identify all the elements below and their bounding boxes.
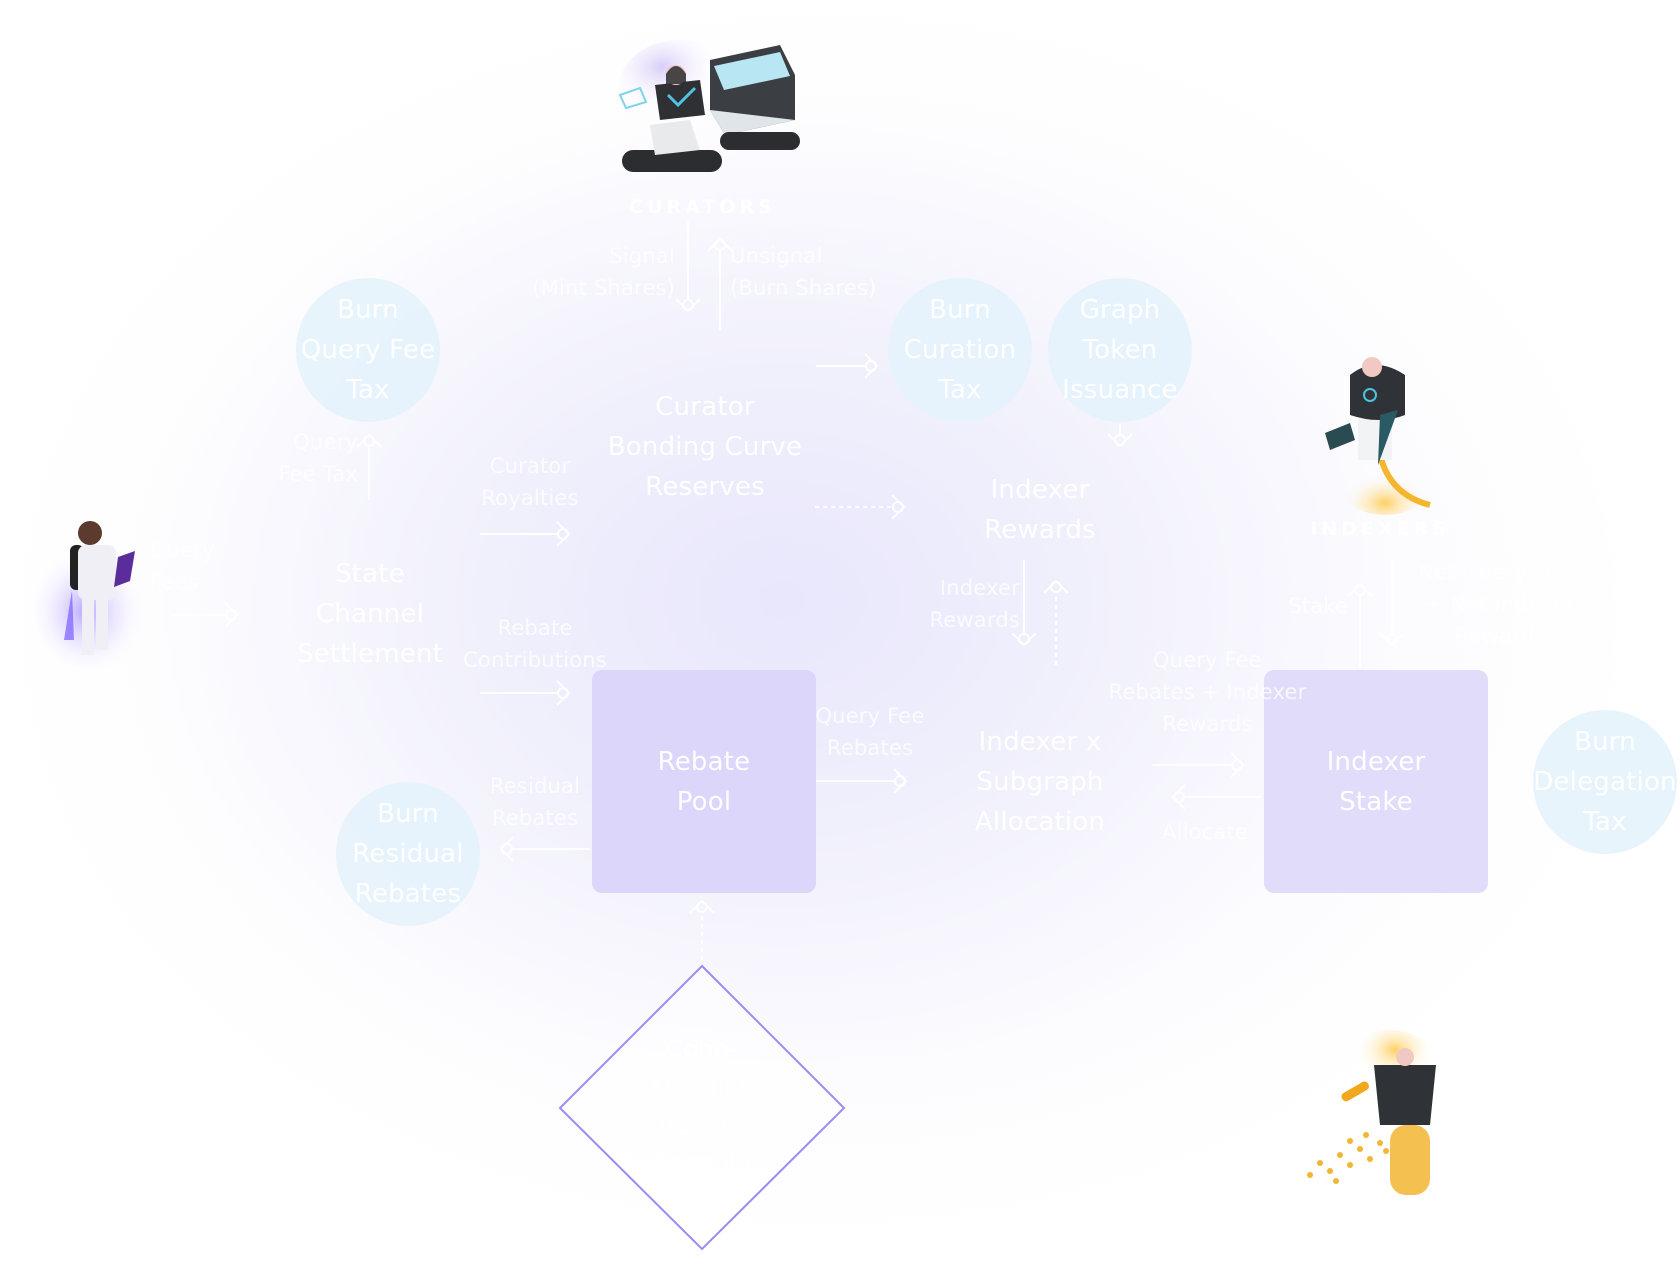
state-channel-settlement-node: State Channel Settlement bbox=[296, 559, 444, 669]
indexer-rewards-flow-label: Indexer Rewards bbox=[929, 576, 1020, 632]
rebate-pool-node: Rebate Pool bbox=[592, 670, 816, 893]
arrow-query-fee-rebates bbox=[816, 768, 907, 794]
curator-illustration bbox=[610, 40, 810, 200]
curator-robot-icon bbox=[618, 40, 800, 172]
arrow-rebate-contributions bbox=[480, 680, 570, 706]
burn-query-fee-tax-node: Burn Query Fee Tax bbox=[296, 278, 440, 422]
arrow-signal bbox=[675, 222, 701, 312]
curator-royalties-label: Curator Royalties bbox=[481, 454, 579, 510]
arrow-indexer-rewards-up bbox=[1043, 580, 1069, 665]
arrow-rebates-rewards-to-stake bbox=[1152, 752, 1244, 778]
indexer-jetpack-icon bbox=[1325, 357, 1431, 515]
arrow-unsignal bbox=[707, 238, 733, 330]
indexer-illustration bbox=[1320, 345, 1440, 515]
arrow-indexer-rewards-down bbox=[1011, 560, 1037, 646]
arrow-allocate bbox=[1172, 784, 1262, 810]
query-fee-tax-label: Query Fee Tax bbox=[278, 430, 358, 486]
arrow-net-query-fees bbox=[1379, 560, 1405, 646]
indexer-stake-node: Indexer Stake bbox=[1264, 670, 1488, 893]
arrow-residual-rebates bbox=[500, 836, 590, 862]
net-query-fees-label: Net Query Fees + Net Indexer Rewards bbox=[1417, 560, 1583, 648]
query-fee-rebates-label: Query Fee Rebates bbox=[815, 704, 925, 760]
stake-label: Stake bbox=[1288, 594, 1348, 618]
consumer-illustration bbox=[30, 515, 160, 680]
burn-residual-rebates-node: Burn Residual Rebates bbox=[336, 782, 480, 926]
delegator-illustration bbox=[1290, 1025, 1470, 1205]
arrow-query-fee-tax bbox=[356, 434, 382, 500]
rebates-rewards-label: Query Fee Rebates + Indexer Rewards bbox=[1108, 648, 1307, 736]
indexers-label: INDEXERS bbox=[1310, 518, 1450, 540]
rebate-contributions-label: Rebate Contributions bbox=[463, 616, 607, 672]
arrow-stake bbox=[1347, 583, 1373, 668]
burn-delegation-tax-node: Burn Delegation Tax bbox=[1533, 710, 1677, 854]
residual-rebates-label: Residual Rebates bbox=[489, 774, 581, 830]
curator-bonding-curve-reserves-node: Curator Bonding Curve Reserves bbox=[607, 392, 803, 502]
indexer-subgraph-allocation-node: Indexer x Subgraph Allocation bbox=[974, 727, 1106, 837]
graph-token-issuance-node: Graph Token Issuance bbox=[1048, 278, 1192, 422]
arrow-curator-royalties bbox=[480, 521, 570, 547]
burn-curation-tax-node: Burn Curation Tax bbox=[888, 278, 1032, 422]
signal-label: Signal (Mint Shares) bbox=[532, 244, 675, 300]
consumer-astronaut-icon bbox=[32, 521, 152, 670]
delegator-coin-robot-icon bbox=[1307, 1030, 1440, 1195]
cobb-douglas-diamond bbox=[558, 964, 846, 1251]
arrow-to-burn-curation-tax bbox=[816, 353, 878, 379]
unsignal-label: Unsignal (Burn Shares) bbox=[730, 244, 877, 300]
arrow-cobb-douglas-to-pool bbox=[689, 900, 715, 960]
allocate-label: Allocate bbox=[1161, 820, 1249, 844]
indexer-rewards-node: Indexer Rewards bbox=[984, 475, 1096, 545]
arrow-issuance bbox=[1107, 424, 1133, 447]
arrow-reserves-to-rewards bbox=[815, 494, 905, 520]
cobb-douglas-node: Cobb- Douglas Rebate Formula bbox=[652, 1035, 752, 1177]
arrow-query-fees bbox=[172, 602, 238, 628]
query-fees-label: Query Fees bbox=[150, 538, 215, 594]
curators-label: CURATORS bbox=[629, 196, 776, 218]
